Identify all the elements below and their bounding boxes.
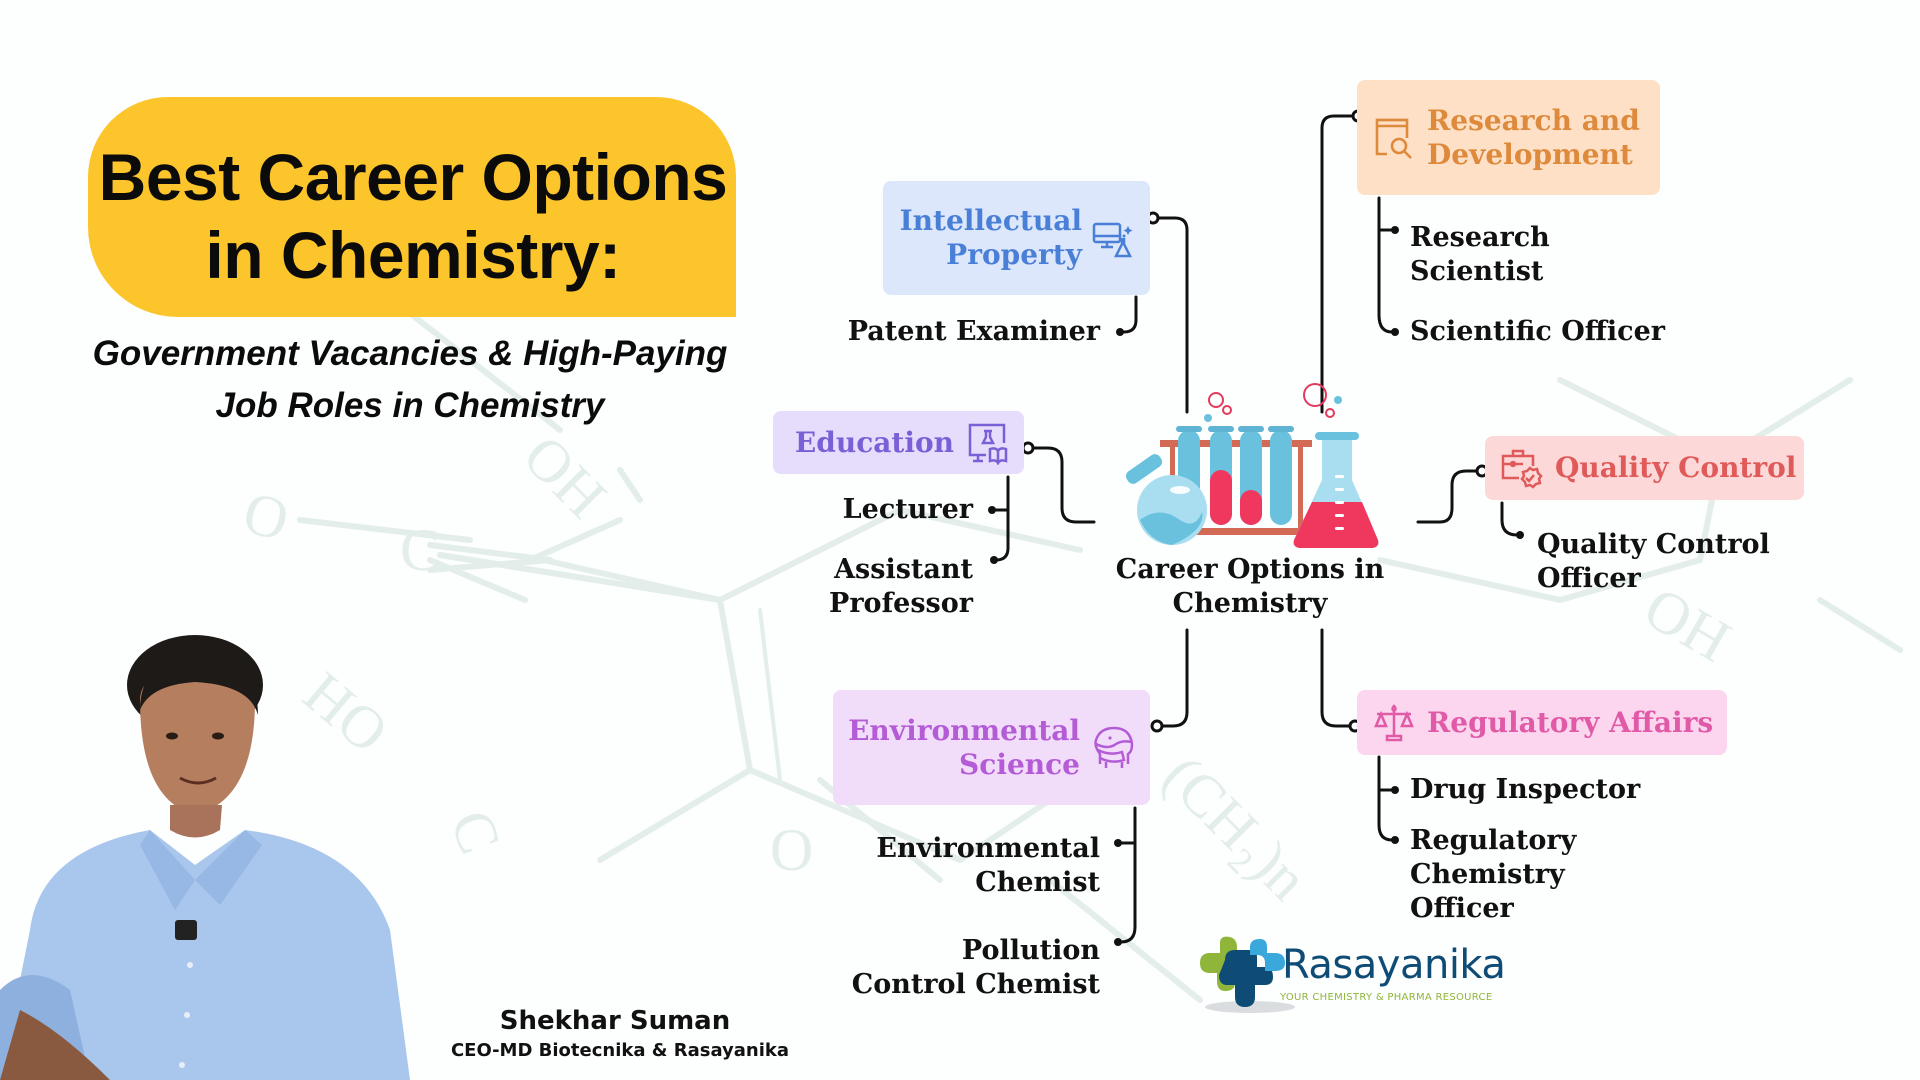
page-title: Best Career Options in Chemistry: [88, 138, 738, 294]
subtitle-line-1: Government Vacancies & High-Paying [92, 334, 728, 373]
svg-text:(CH₂)n: (CH₂)n [1151, 743, 1321, 913]
category-label: Regulatory Affairs [1427, 705, 1714, 739]
page-subtitle: Government Vacancies & High-Paying Job R… [60, 328, 760, 432]
svg-text:OH: OH [511, 423, 619, 531]
subtitle-line-2: Job Roles in Chemistry [215, 386, 605, 425]
role-quality-control-officer: Quality Control Officer [1537, 529, 1770, 594]
briefcase-check-icon [1501, 449, 1543, 489]
role-environmental-chemist: Environmental Chemist [876, 833, 1100, 898]
title-line-1: Best Career Options [98, 140, 728, 214]
central-topic-label: Career Options in Chemistry [1115, 554, 1385, 619]
svg-text:O: O [237, 479, 296, 554]
role-drug-inspector: Drug Inspector [1410, 774, 1641, 805]
title-highlight-box [88, 97, 736, 317]
computer-flask-icon [1092, 222, 1133, 258]
presenter-photo [0, 635, 410, 1080]
svg-text:C: C [400, 517, 440, 583]
svg-text:O: O [770, 817, 813, 883]
logo-wordmark: Rasayanika [1282, 942, 1506, 988]
category-intellectual-property[interactable]: Intellectual Property [883, 181, 1150, 295]
category-label: Research and Development [1427, 103, 1640, 171]
role-scientific-officer: Scientific Officer [1410, 316, 1665, 347]
role-lecturer: Lecturer [842, 494, 973, 525]
role-research-scientist: Research Scientist [1410, 222, 1550, 287]
presentation-book-icon [968, 423, 1008, 465]
scales-icon [1374, 703, 1414, 741]
category-label: Intellectual Property [899, 204, 1082, 271]
category-research-development[interactable]: Research and Development [1357, 80, 1660, 195]
category-label: Education [794, 425, 954, 459]
category-label: Quality Control [1555, 451, 1797, 484]
rasayanika-logo-icon [1200, 936, 1295, 1013]
role-pollution-control-chemist: Pollution Control Chemist [851, 935, 1100, 1000]
category-environmental-science[interactable]: Environmental Science [833, 690, 1150, 805]
category-regulatory-affairs[interactable]: Regulatory Affairs [1357, 690, 1727, 755]
presenter-role: CEO-MD Biotecnika & Rasayanika [450, 1040, 790, 1061]
role-regulatory-chemistry-officer: Regulatory Chemistry Officer [1410, 825, 1577, 924]
book-search-icon [1375, 118, 1412, 159]
presenter-name: Shekhar Suman [499, 1006, 731, 1036]
logo-tagline: YOUR CHEMISTRY & PHARMA RESOURCE [1280, 992, 1493, 1003]
category-quality-control[interactable]: Quality Control [1485, 436, 1804, 500]
role-assistant-professor: Assistant Professor [829, 554, 973, 619]
title-line-2: in Chemistry: [205, 218, 621, 292]
mask-head-icon [1094, 726, 1134, 768]
role-patent-examiner: Patent Examiner [847, 316, 1100, 347]
svg-text:C: C [438, 802, 514, 862]
category-label: Environmental Science [848, 713, 1080, 781]
chemistry-lab-glassware-icon [1125, 383, 1379, 548]
category-education[interactable]: Education [773, 411, 1024, 474]
